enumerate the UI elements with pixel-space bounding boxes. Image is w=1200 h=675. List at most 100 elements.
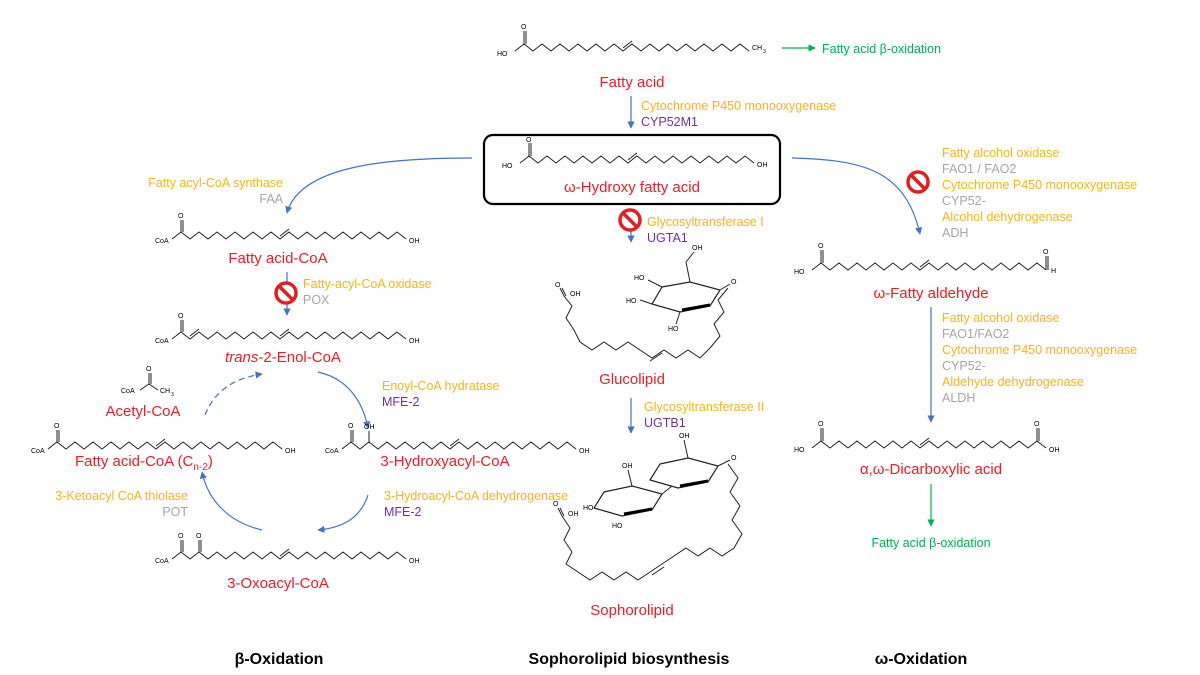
atom-label: OH bbox=[570, 291, 581, 298]
atom-label: CoA bbox=[121, 388, 135, 395]
compound-omega-hydroxy: ω-Hydroxy fatty acid bbox=[564, 179, 700, 196]
atom-label: OH bbox=[409, 338, 420, 345]
sophorolipid-structure: OH OH HO HO O O OH bbox=[553, 433, 743, 581]
atom-label: OH bbox=[692, 245, 703, 252]
fatty-acid-coa-n2-structure: O CoA OH bbox=[31, 423, 296, 455]
enzyme-acyl-synthase: Fatty acyl-CoA synthase bbox=[148, 176, 283, 190]
compound-dicarboxylic-acid: α,ω-Dicarboxylic acid bbox=[860, 461, 1002, 478]
atom-label: CoA bbox=[31, 448, 45, 455]
atom-label: CoA bbox=[155, 238, 169, 245]
atom-label: OH bbox=[1049, 447, 1060, 454]
atom-label: HO bbox=[612, 523, 623, 530]
enzyme-gt2: Glycosyltransferase II bbox=[644, 400, 764, 414]
compound-fatty-acid: Fatty acid bbox=[599, 74, 664, 91]
atom-label: CH bbox=[752, 45, 762, 52]
atom-label: CoA bbox=[325, 448, 339, 455]
atom-label: O bbox=[818, 243, 824, 250]
atom-label: O bbox=[196, 533, 202, 540]
enzyme-p450: Cytochrome P450 monooxygenase bbox=[942, 178, 1137, 192]
compound-fatty-acid-coa: Fatty acid-CoA bbox=[228, 250, 327, 267]
beta-oxidation-label: Fatty acid β-oxidation bbox=[822, 42, 941, 56]
arrow-cycle-dehydrogenase bbox=[317, 494, 369, 533]
gene-ugta1: UGTA1 bbox=[647, 231, 688, 245]
compound-sophorolipid: Sophorolipid bbox=[590, 602, 673, 619]
gene-mfe2: MFE-2 bbox=[384, 505, 422, 519]
glucolipid-structure: OH HO HO HO O O OH bbox=[555, 245, 737, 362]
atom-label: OH bbox=[364, 424, 375, 431]
atom-label: O bbox=[178, 313, 184, 320]
atom-label: O bbox=[178, 533, 184, 540]
atom-label: O bbox=[818, 421, 824, 428]
section-title-omega-oxidation: ω-Oxidation bbox=[875, 651, 968, 668]
enzyme-p450: Cytochrome P450 monooxygenase bbox=[641, 99, 836, 113]
enol-coa-structure: O CoA OH bbox=[155, 313, 420, 345]
arrow-cycle-thiolase bbox=[199, 471, 263, 531]
gene-aldh: ALDH bbox=[942, 391, 975, 405]
fatty-acid-structure: O HO CH 3 bbox=[497, 24, 766, 58]
section-title-sophorolipid: Sophorolipid biosynthesis bbox=[529, 651, 730, 668]
atom-label: HO bbox=[794, 447, 805, 454]
gene-adh: ADH bbox=[942, 226, 968, 240]
atom-label: O bbox=[1034, 421, 1040, 428]
acetyl-coa-structure: O CoA CH 3 bbox=[121, 366, 174, 398]
enzyme-fao: Fatty alcohol oxidase bbox=[942, 146, 1059, 160]
atom-label: HO bbox=[794, 269, 805, 276]
gene-mfe2: MFE-2 bbox=[382, 395, 420, 409]
atom-label: OH bbox=[622, 463, 633, 470]
atom-label: CoA bbox=[155, 558, 169, 565]
atom-label: HO bbox=[502, 163, 513, 170]
atom-label: O bbox=[348, 423, 354, 430]
compound-fatty-acid-coa-n2: Fatty acid-CoA (Cn-2) bbox=[75, 453, 213, 473]
enzyme-gt1: Glycosyltransferase I bbox=[647, 215, 764, 229]
compound-omega-aldehyde: ω-Fatty aldehyde bbox=[873, 285, 988, 302]
gene-fao1-fao2: FAO1 / FAO2 bbox=[942, 162, 1016, 176]
atom-label: H bbox=[1051, 268, 1056, 275]
enzyme-p450: Cytochrome P450 monooxygenase bbox=[942, 343, 1137, 357]
no-entry-icon bbox=[906, 170, 930, 194]
gene-pot: POT bbox=[162, 505, 188, 519]
atom-label: HO bbox=[583, 505, 594, 512]
atom-label: OH bbox=[679, 433, 690, 440]
compound-glucolipid: Glucolipid bbox=[599, 371, 665, 388]
atom-label: O bbox=[521, 24, 527, 31]
hydroxyacyl-coa-structure: O OH CoA OH bbox=[325, 423, 590, 455]
oxoacyl-coa-structure: O O CoA OH bbox=[155, 533, 420, 565]
enzyme-fao: Fatty alcohol oxidase bbox=[942, 311, 1059, 325]
highlight-box bbox=[482, 133, 782, 206]
atom-label: 3 bbox=[763, 49, 766, 55]
atom-label: O bbox=[54, 423, 60, 430]
enzyme-adh: Alcohol dehydrogenase bbox=[942, 210, 1073, 224]
no-entry-icon bbox=[618, 208, 642, 232]
arrow-to-fatty-acid-coa bbox=[285, 157, 473, 214]
gene-faa: FAA bbox=[259, 192, 283, 206]
atom-label: HO bbox=[634, 275, 645, 282]
enzyme-hydratase: Enoyl-CoA hydratase bbox=[382, 379, 499, 393]
atom-label: 3 bbox=[171, 392, 174, 398]
atom-label: O bbox=[1043, 249, 1049, 256]
section-title-beta-oxidation: β-Oxidation bbox=[235, 651, 324, 668]
gene-pox: POX bbox=[303, 293, 330, 307]
compound-hydroxyacyl-coa: 3-Hydroxyacyl-CoA bbox=[380, 453, 509, 470]
atom-label: O bbox=[731, 279, 737, 286]
atom-label: OH bbox=[285, 448, 296, 455]
atom-label: O bbox=[146, 366, 152, 373]
beta-oxidation-label: Fatty acid β-oxidation bbox=[871, 536, 990, 550]
gene-cyp52: CYP52- bbox=[942, 359, 986, 373]
atom-label: HO bbox=[668, 326, 679, 333]
atom-label: O bbox=[731, 455, 737, 462]
atom-label: OH bbox=[409, 558, 420, 565]
compound-trans-enol-coa: trans-2-Enol-CoA bbox=[225, 349, 341, 366]
atom-label: CoA bbox=[155, 338, 169, 345]
gene-ugtb1: UGTB1 bbox=[644, 416, 686, 430]
atom-label: O bbox=[553, 501, 559, 508]
enzyme-acyl-oxidase: Fatty-acyl-CoA oxidase bbox=[303, 277, 432, 291]
dicarboxylic-acid-structure: O O HO OH bbox=[794, 421, 1060, 454]
fatty-acid-coa-structure: O CoA OH bbox=[155, 213, 420, 245]
gene-cyp52: CYP52- bbox=[942, 194, 986, 208]
enzyme-dehydrogenase: 3-Hydroacyl-CoA dehydrogenase bbox=[384, 489, 568, 503]
atom-label: O bbox=[555, 282, 561, 289]
atom-label: O bbox=[178, 213, 184, 220]
enzyme-thiolase: 3-Ketoacyl CoA thiolase bbox=[55, 489, 188, 503]
omega-hydroxy-structure: O HO OH bbox=[502, 137, 768, 170]
